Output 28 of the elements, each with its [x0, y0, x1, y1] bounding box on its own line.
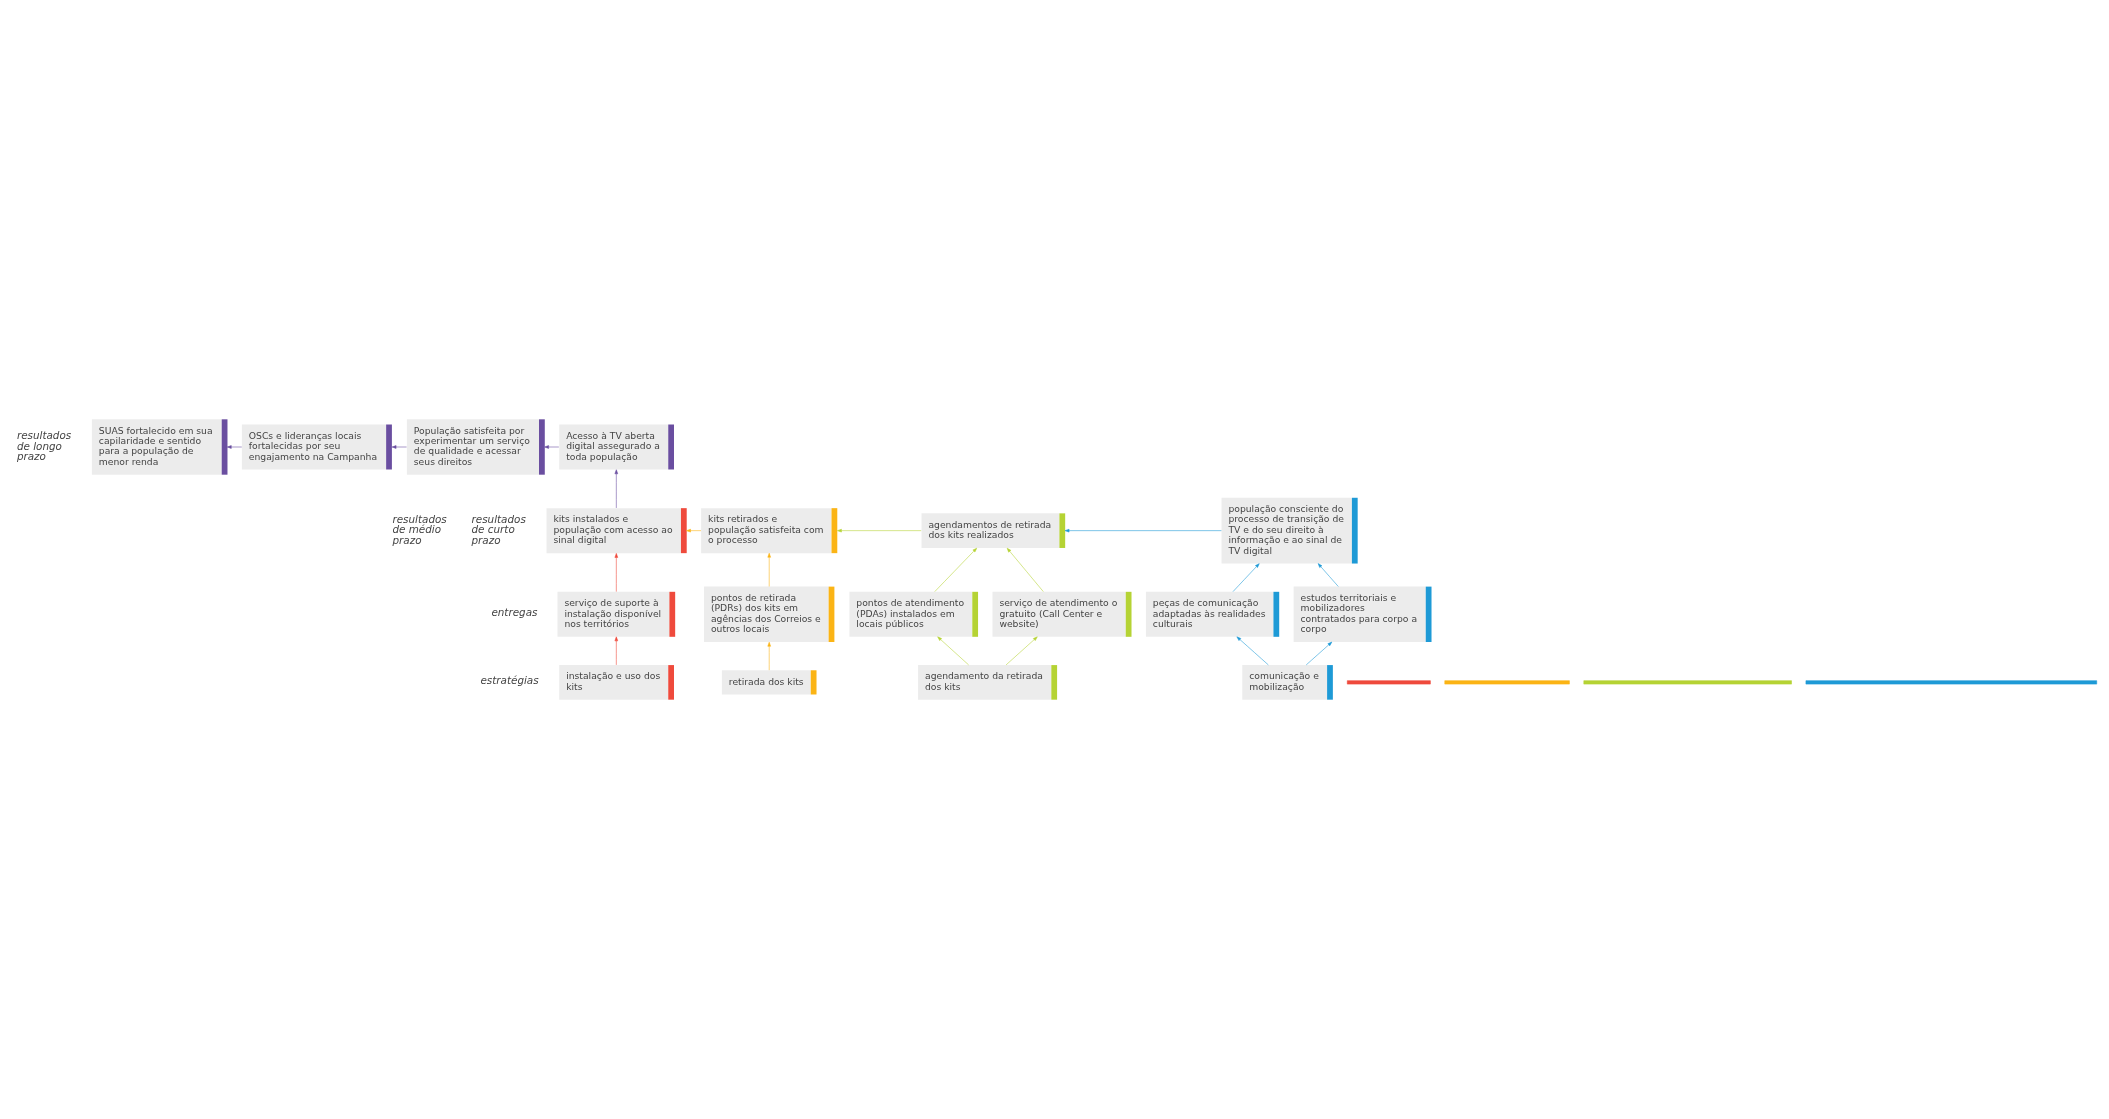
arrow [614, 636, 619, 666]
arrow [937, 636, 969, 666]
label: estratégias [480, 674, 539, 687]
arrow [614, 469, 619, 509]
label: resultados de médio prazo [392, 512, 447, 546]
arrow [1236, 636, 1269, 666]
arrow [391, 445, 407, 449]
node-bar [1444, 680, 1570, 685]
arrow [226, 445, 243, 449]
arrow [1005, 636, 1038, 666]
node-bar [1347, 680, 1431, 685]
label: entregas [491, 606, 538, 619]
arrow [1232, 563, 1260, 592]
node-bar [1583, 680, 1792, 685]
arrow [1317, 563, 1339, 587]
arrow [767, 641, 771, 671]
arrow [934, 547, 977, 592]
arrow [686, 528, 702, 533]
arrow [1064, 528, 1222, 533]
label: resultados de longo prazo [16, 429, 72, 462]
arrow [544, 445, 560, 449]
arrow [1305, 641, 1333, 666]
node-bar [1805, 680, 2097, 685]
arrow [1006, 547, 1044, 592]
arrow [837, 528, 922, 533]
arrow [767, 552, 771, 587]
label: resultados de curto prazo [471, 512, 526, 546]
arrow [614, 553, 619, 592]
